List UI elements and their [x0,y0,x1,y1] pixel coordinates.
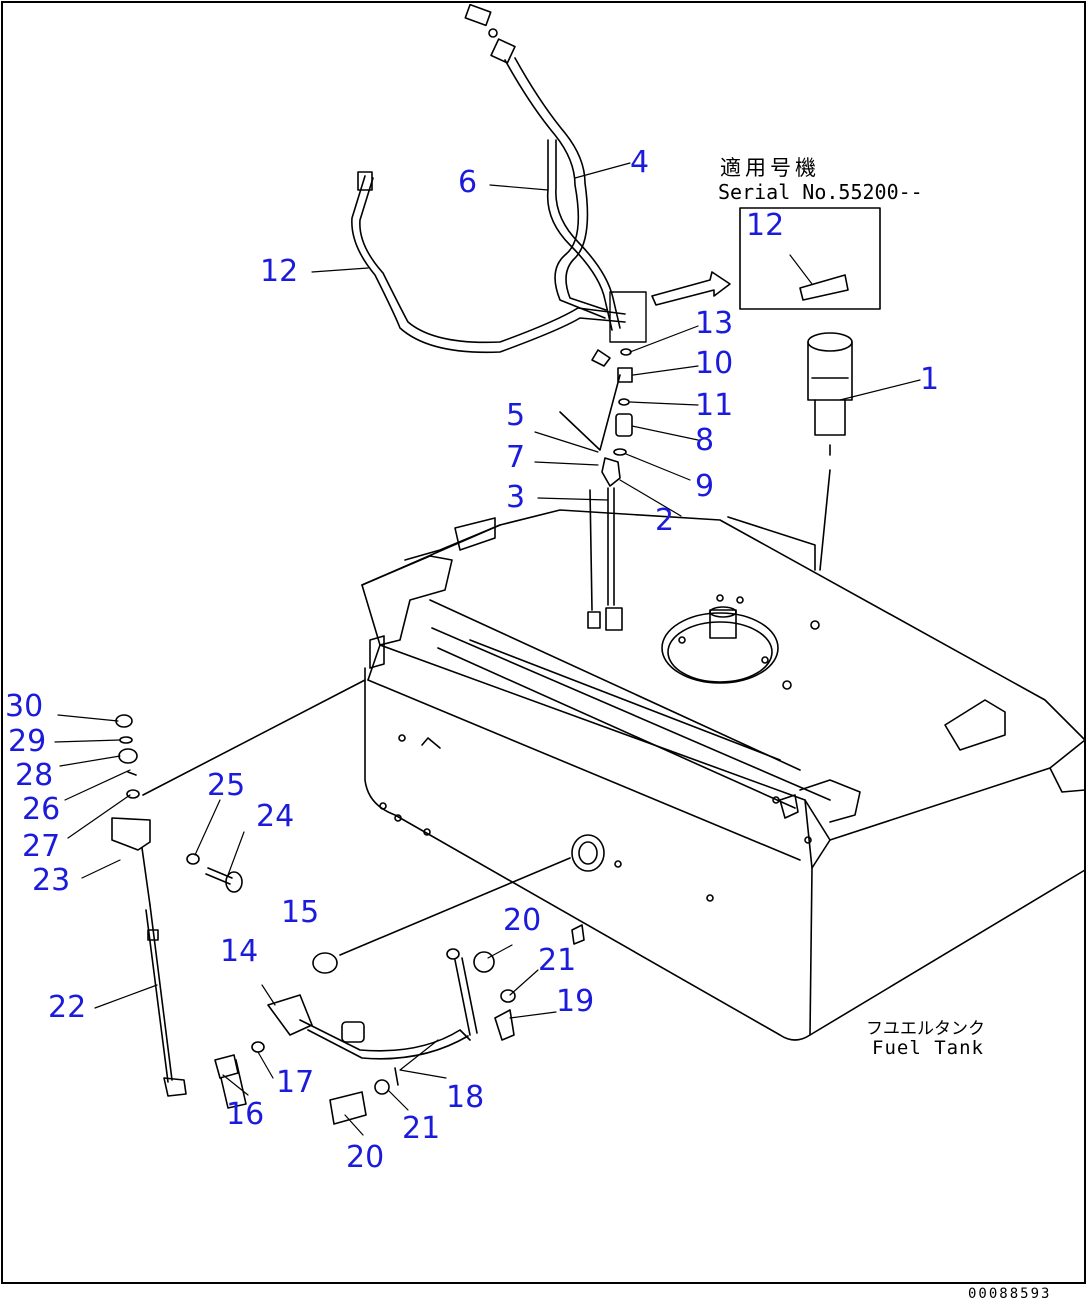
drawing-frame [1,1,1086,1284]
tank-label-en: Fuel Tank [872,1037,984,1059]
hose-assembly [351,3,731,367]
callout-19: 19 [556,984,595,1019]
callout-6: 6 [458,165,478,200]
callout-14: 14 [220,934,259,969]
callout-1: 1 [920,362,940,397]
serial-note-en: Serial No.55200-- [718,180,923,204]
callout-29: 29 [8,724,47,759]
callout-8: 8 [695,423,715,458]
callout-11: 11 [695,388,734,423]
fittings-stack [559,348,633,631]
callout-18: 18 [446,1080,485,1115]
callout-12-inset: 12 [746,208,785,243]
callout-20-upper: 20 [503,903,542,938]
callout-4: 4 [630,145,650,180]
callout-28: 28 [15,758,54,793]
callout-30: 30 [5,689,44,724]
callout-16: 16 [226,1097,265,1132]
callout-24: 24 [256,799,295,834]
callout-21-lower: 21 [402,1111,441,1146]
callout-9: 9 [695,469,715,504]
fuel-tank [361,509,1086,1041]
callout-26: 26 [22,792,61,827]
callout-2: 2 [655,503,675,538]
callout-15: 15 [281,895,320,930]
callout-27: 27 [22,829,61,864]
callout-7: 7 [506,440,526,475]
callout-12: 12 [260,254,299,289]
callout-20-lower: 20 [346,1140,385,1175]
tank-label-jp: フユエルタンク [866,1019,985,1039]
serial-note-jp: 適用号機 [720,156,820,180]
leader-lines [54,162,921,1136]
callout-17: 17 [276,1065,315,1100]
callout-23: 23 [32,863,71,898]
inset-hose [799,274,849,301]
callout-21-upper: 21 [538,943,577,978]
callout-13: 13 [695,306,734,341]
callout-5: 5 [506,398,526,433]
callout-22: 22 [48,990,87,1025]
drawing-number: 00088593 [968,1286,1052,1302]
callout-10: 10 [695,346,734,381]
level-sender [807,332,853,571]
callout-3: 3 [506,480,526,515]
callout-25: 25 [207,768,246,803]
inset-box [739,207,881,310]
drain-parts [214,857,571,1125]
